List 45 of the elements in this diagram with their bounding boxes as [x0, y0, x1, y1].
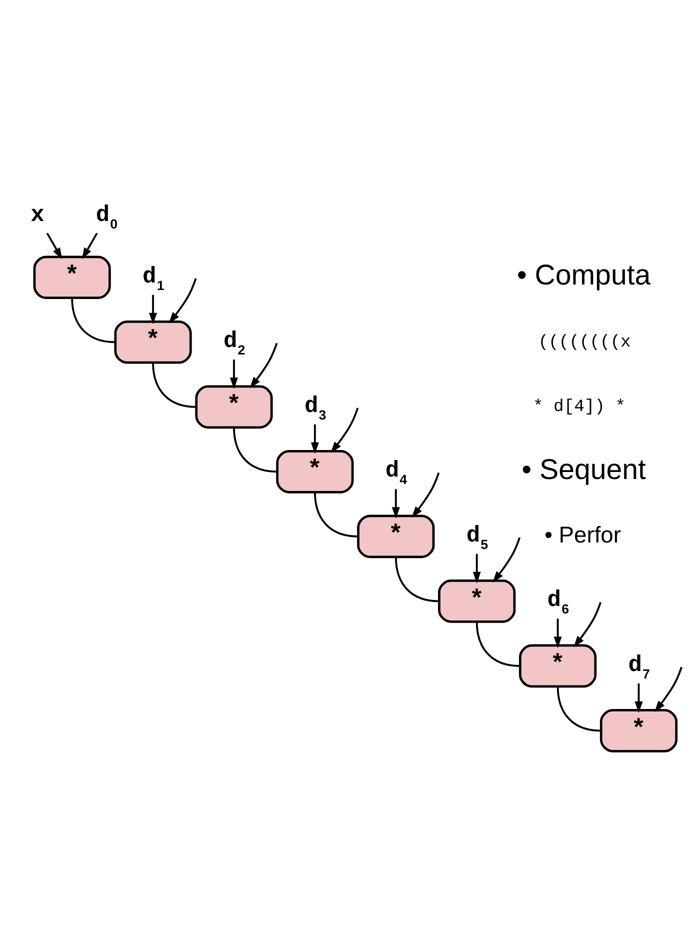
connector: [556, 686, 601, 732]
node-text: x: [30, 201, 44, 228]
label: * d[4]) *: [533, 398, 626, 417]
label: • Sequent: [522, 453, 646, 486]
arrow: [310, 424, 319, 454]
label: ((((((((x: [538, 332, 631, 352]
node-text: d$_{2}$: [223, 328, 246, 358]
arrow: [574, 601, 602, 647]
arrow: [230, 359, 238, 389]
arrow: [392, 488, 400, 518]
node-text: d$_{1}$: [142, 262, 164, 292]
node-box: *: [33, 255, 111, 299]
arrow: [554, 618, 562, 648]
label: • Computa: [516, 259, 651, 292]
node-text: d$_{7}$: [628, 651, 650, 681]
arrow: [82, 232, 98, 259]
node-text: d$_{3}$: [304, 392, 326, 422]
connector: [476, 621, 520, 666]
arrow: [250, 342, 278, 388]
node-box: *: [195, 384, 273, 428]
arrow: [634, 682, 643, 712]
node-text: d$_{6}$: [547, 586, 570, 616]
node-box: *: [114, 320, 192, 364]
connector: [314, 492, 358, 537]
arrow: [168, 278, 197, 324]
node-text: d$_{5}$: [466, 522, 488, 552]
arrow: [412, 472, 440, 518]
arrow: [472, 553, 481, 583]
node-box: *: [438, 579, 516, 622]
node-text: d$_{4}$: [385, 457, 408, 487]
arrow: [492, 536, 521, 582]
connector: [71, 297, 115, 343]
arrow: [330, 407, 359, 453]
connector: [152, 362, 196, 408]
arrow: [654, 666, 682, 712]
connector: [394, 556, 439, 602]
node-text: d$_{0}$: [96, 201, 118, 231]
node-box: *: [276, 450, 354, 493]
node-box: *: [357, 514, 435, 558]
node-box: *: [600, 708, 678, 752]
connector: [233, 426, 277, 472]
node-box: *: [518, 644, 597, 688]
arrow: [149, 294, 158, 324]
label: • Perfor: [544, 520, 622, 547]
arrow: [46, 232, 62, 259]
